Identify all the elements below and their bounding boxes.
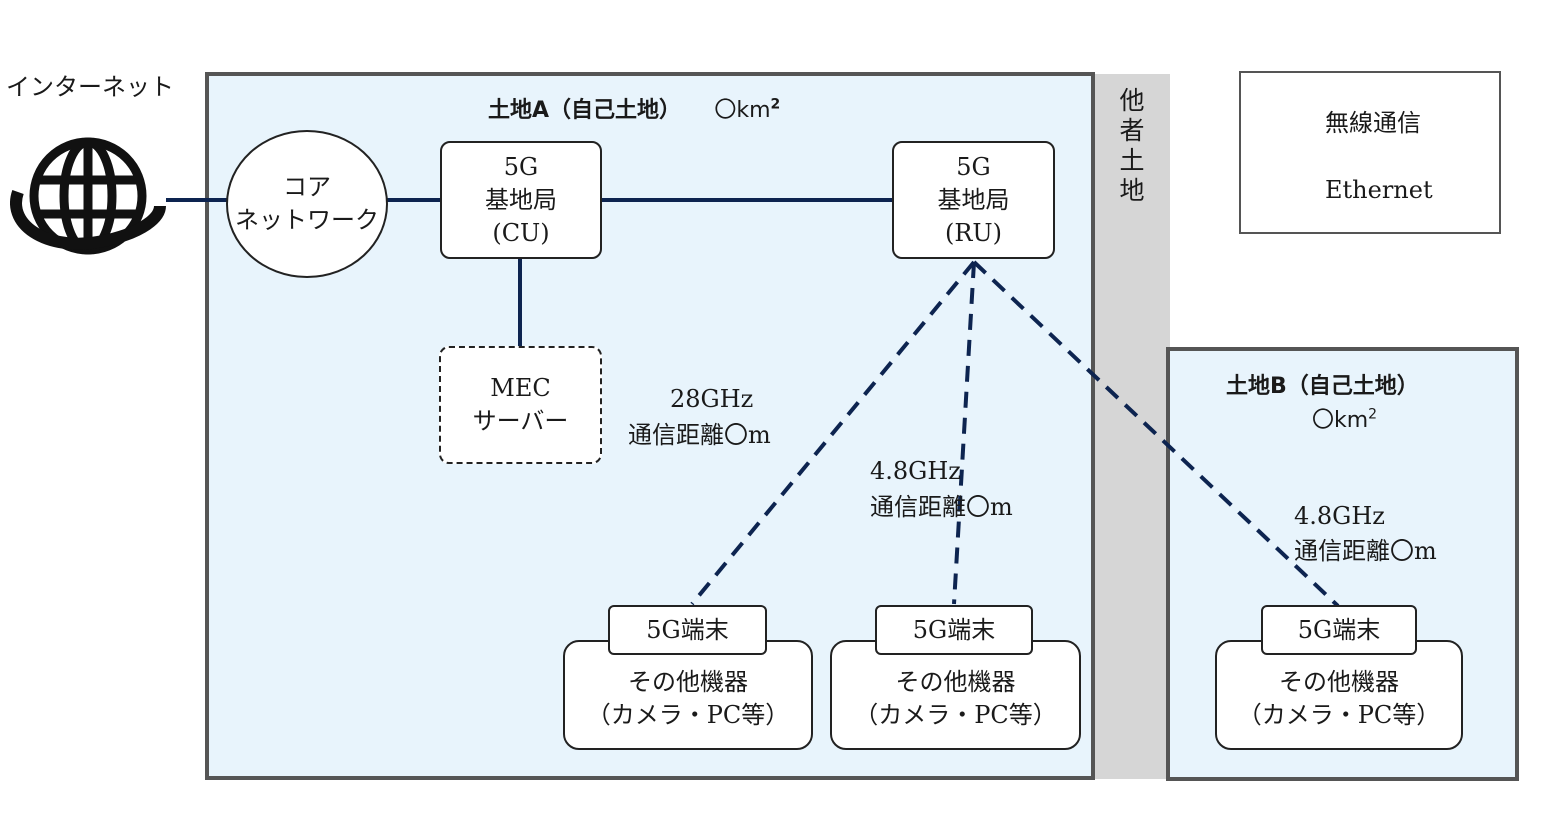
core-network-line1: コア <box>283 173 331 201</box>
link-3-distance: 通信距離〇m <box>1294 537 1437 565</box>
land-b-title: 土地B（自己土地） <box>1226 374 1419 399</box>
legend-wireless-label: 無線通信 <box>1325 109 1421 137</box>
terminal-3-line2: （カメラ・PC等） <box>1237 701 1441 729</box>
link-2-distance: 通信距離〇m <box>870 493 1013 521</box>
legend-ethernet-label: Ethernet <box>1325 176 1433 204</box>
land-a-area-sup: 2 <box>770 96 781 113</box>
wireless-ru-terminal-2 <box>952 261 976 605</box>
mec-server: MEC サーバー <box>439 346 602 464</box>
cu-line2: 基地局 <box>485 185 557 214</box>
terminal-2-line2: （カメラ・PC等） <box>854 701 1057 729</box>
land-a-title: 土地A（自己土地） 〇km2 <box>488 92 780 124</box>
terminal-2-tag: 5G端末 <box>875 605 1033 655</box>
cu-line1: 5G <box>503 152 539 181</box>
terminal-1-device: その他機器 （カメラ・PC等） <box>563 640 813 750</box>
other-land-char-2: 者 <box>1119 116 1145 145</box>
link-1-freq: 28GHz <box>670 385 754 413</box>
other-land-char-3: 土 <box>1119 146 1145 175</box>
mec-line1: MEC <box>490 374 551 402</box>
other-land-char-4: 地 <box>1119 176 1145 205</box>
other-land-label: 他 者 土 地 <box>1117 86 1147 206</box>
base-station-ru: 5G 基地局 (RU) <box>892 141 1055 259</box>
other-land-char-1: 他 <box>1119 86 1145 115</box>
land-a-title-text: 土地A（自己土地） <box>488 98 682 123</box>
terminal-3-tag: 5G端末 <box>1261 605 1417 655</box>
land-b-area-wrap: 〇km2 <box>1312 402 1377 434</box>
terminal-2-line1: その他機器 <box>895 668 1016 696</box>
terminal-1-line2: （カメラ・PC等） <box>586 701 790 729</box>
link-2-freq: 4.8GHz <box>870 457 961 485</box>
link-1-distance: 通信距離〇m <box>628 421 771 449</box>
ru-line1: 5G <box>956 152 991 181</box>
terminal-2-device: その他機器 （カメラ・PC等） <box>830 640 1081 750</box>
link-3-freq: 4.8GHz <box>1294 502 1385 530</box>
terminal-1-tag: 5G端末 <box>608 605 767 655</box>
cu-line3: (CU) <box>492 218 550 247</box>
mec-line2: サーバー <box>472 407 569 435</box>
land-b-area: 〇km <box>1312 408 1369 433</box>
terminal-3-device: その他機器 （カメラ・PC等） <box>1215 640 1463 750</box>
core-network-line2: ネットワーク <box>235 206 379 234</box>
terminal-1-line1: その他機器 <box>628 668 748 696</box>
ru-line2: 基地局 <box>937 185 1010 214</box>
land-b-area-sup: 2 <box>1368 406 1378 423</box>
internet-label: インターネット <box>6 73 174 101</box>
core-network-node: コア ネットワーク <box>226 130 388 278</box>
other-land-area <box>1093 74 1170 779</box>
land-a-area: 〇km <box>714 98 771 123</box>
terminal-3-line1: その他機器 <box>1279 668 1399 696</box>
legend: 無線通信 Ethernet <box>1239 71 1501 234</box>
base-station-cu: 5G 基地局 (CU) <box>440 141 602 259</box>
ru-line3: (RU) <box>944 218 1003 247</box>
wireless-ru-terminal-1 <box>690 260 976 606</box>
wireless-ru-terminal-3 <box>972 260 1340 608</box>
globe-icon <box>10 137 166 255</box>
